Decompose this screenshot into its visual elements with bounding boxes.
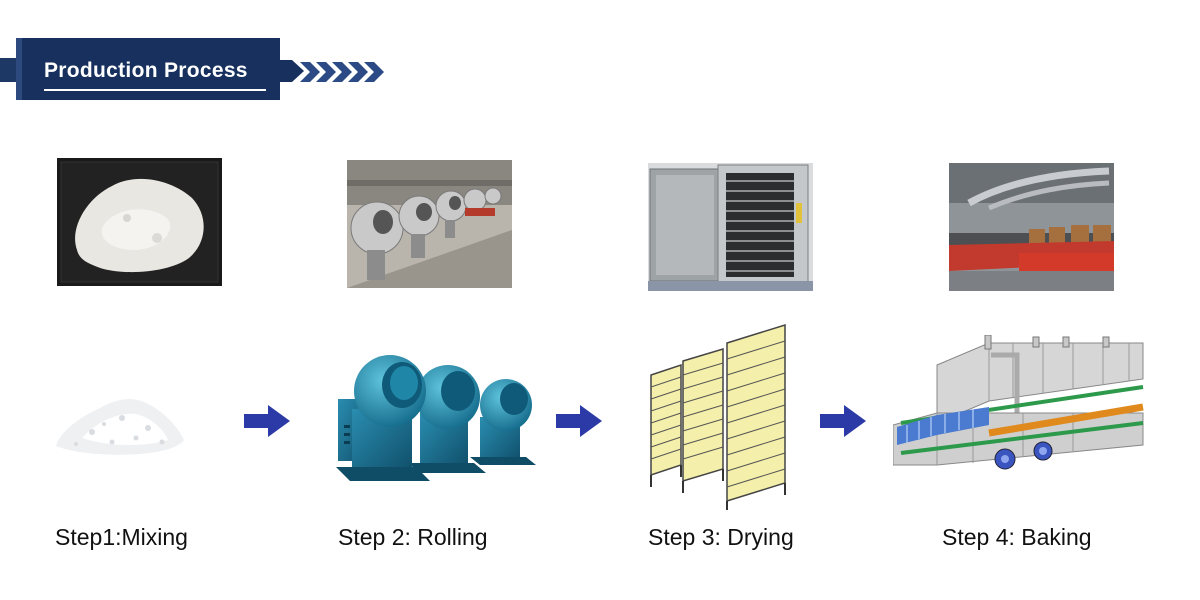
baking-oven-illustration	[893, 335, 1145, 475]
coating-pans-illustration	[330, 355, 540, 490]
drying-racks-illustration	[645, 315, 795, 510]
banner-tip	[278, 60, 304, 82]
chevron-arrows-icon	[300, 62, 384, 82]
arrow-right-icon	[244, 405, 290, 437]
baking-tunnel-photo	[949, 163, 1114, 291]
banner-edge	[16, 38, 22, 100]
step-2-label: Step 2: Rolling	[338, 524, 488, 550]
title-underline	[44, 89, 266, 91]
section-header-banner: Production Process	[0, 38, 400, 102]
arrow-right-icon	[820, 405, 866, 437]
arrow-right-icon	[556, 405, 602, 437]
step-3-label: Step 3: Drying	[648, 524, 794, 550]
drying-cabinet-photo	[648, 163, 813, 291]
step-4-label: Step 4: Baking	[942, 524, 1092, 550]
powder-pile-illustration	[52, 388, 188, 458]
step-1-label: Step1:Mixing	[55, 524, 188, 550]
page-title: Production Process	[44, 59, 248, 82]
rolling-machines-photo	[347, 160, 512, 288]
mixing-powder-photo	[57, 158, 222, 286]
